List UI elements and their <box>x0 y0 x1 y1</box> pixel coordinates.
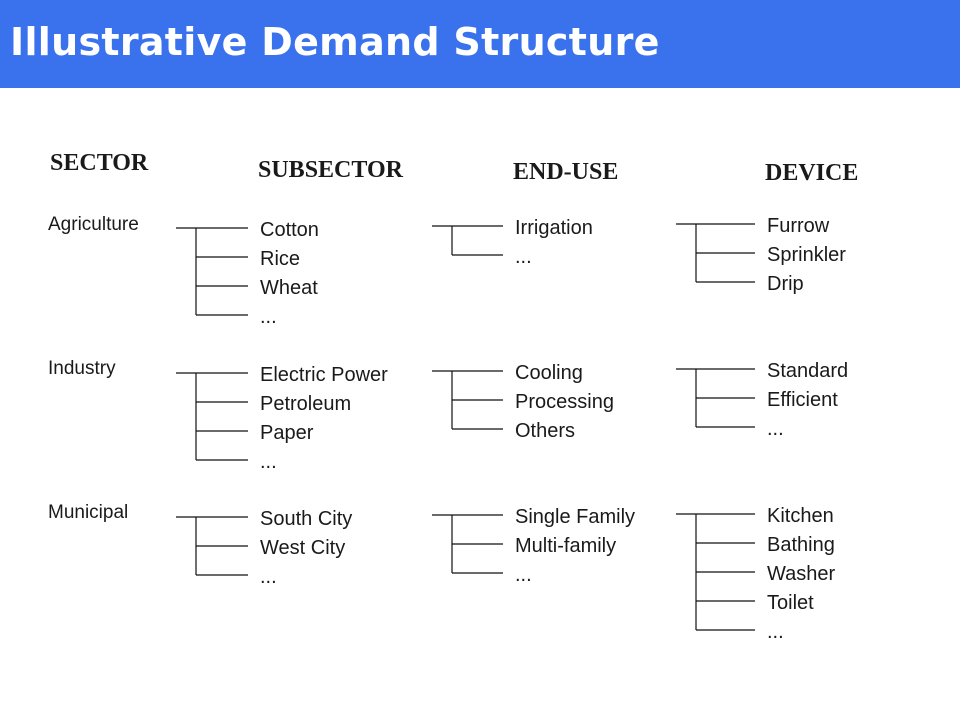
list-item: Processing <box>515 391 614 413</box>
list-item: ... <box>515 246 532 268</box>
list-item: West City <box>260 537 346 559</box>
sector-label: Agriculture <box>48 214 139 235</box>
list-item: Irrigation <box>515 217 593 239</box>
list-item: ... <box>260 451 277 473</box>
list-item: Cooling <box>515 362 583 384</box>
list-item: Bathing <box>767 534 835 556</box>
sector-label: Municipal <box>48 502 129 523</box>
list-item: Electric Power <box>260 364 388 386</box>
header-subsector: SUBSECTOR <box>258 157 403 183</box>
list-item: Drip <box>767 273 804 295</box>
list-item: ... <box>260 566 277 588</box>
list-item: Standard <box>767 360 849 382</box>
list-item: Wheat <box>260 277 318 299</box>
title-bar: Illustrative Demand Structure <box>0 0 960 88</box>
list-item: Furrow <box>767 215 830 237</box>
list-item: ... <box>767 621 784 643</box>
list-item: Sprinkler <box>767 244 846 266</box>
list-item: Paper <box>260 422 314 444</box>
end-uses-list: Irrigation... <box>515 214 593 272</box>
list-item: Multi-family <box>515 535 617 557</box>
list-item: Efficient <box>767 389 838 411</box>
list-item: ... <box>767 418 784 440</box>
sector-label: Industry <box>48 358 116 379</box>
list-item: ... <box>260 306 277 328</box>
list-item: ... <box>515 564 532 586</box>
header-end-use: END-USE <box>513 159 619 185</box>
page-title: Illustrative Demand Structure <box>10 20 660 64</box>
list-item: Kitchen <box>767 505 834 527</box>
list-item: Petroleum <box>260 393 352 415</box>
list-item: Others <box>515 420 576 442</box>
list-item: Single Family <box>515 506 636 528</box>
header-device: DEVICE <box>765 160 859 186</box>
list-item: Rice <box>260 248 301 270</box>
list-item: South City <box>260 508 353 530</box>
list-item: Washer <box>767 563 836 585</box>
list-item: Toilet <box>767 592 814 614</box>
header-sector: SECTOR <box>50 150 149 176</box>
list-item: Cotton <box>260 219 319 241</box>
